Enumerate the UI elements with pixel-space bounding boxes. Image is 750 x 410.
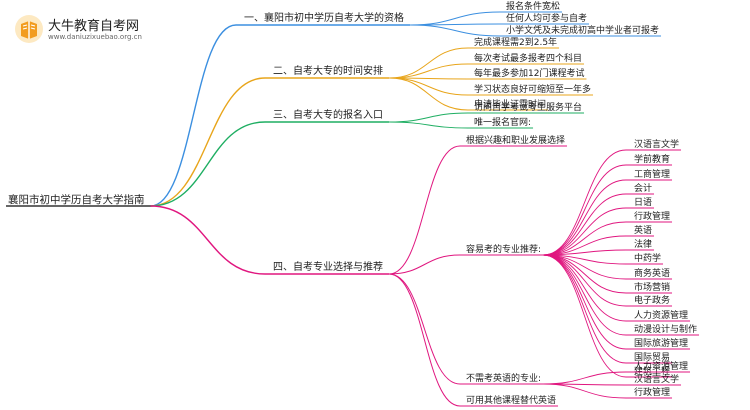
subleaf-label: 汉语言文学 xyxy=(634,138,679,150)
leaf-label: 小学文凭及未完成初高中学业者可报考 xyxy=(506,24,659,36)
subleaf-connector xyxy=(543,207,627,256)
subleaf-label: 行政管理 xyxy=(634,210,670,222)
leaf-label: 每次考试最多报考四个科目 xyxy=(474,52,582,64)
subleaf-connector xyxy=(543,193,627,256)
subleaf-label: 电子政务 xyxy=(634,294,670,306)
root-label: 襄阳市初中学历自考大学指南 xyxy=(8,193,145,206)
leaf-label: 唯一报名官网: xyxy=(474,116,531,128)
branch-label: 三、自考大专的报名入口 xyxy=(273,108,383,121)
subleaf-connector xyxy=(543,254,627,307)
leaf-connector xyxy=(409,11,501,26)
subleaf-connector xyxy=(543,254,627,378)
subleaf-label: 人力资源管理 xyxy=(634,360,688,372)
site-logo[interactable]: 大牛教育自考网 www.daniuzixuebao.org.cn xyxy=(14,12,144,48)
subleaf-connector xyxy=(543,254,627,350)
subleaf-label: 人力资源管理 xyxy=(634,309,688,321)
leaf-label: 不需考英语的专业: xyxy=(466,372,541,384)
leaf-connector xyxy=(388,63,469,79)
leaf-label: 任何人均可参与自考 xyxy=(506,12,587,24)
branch-connector xyxy=(150,24,237,207)
subleaf-connector xyxy=(543,383,627,399)
subleaf-connector xyxy=(543,179,627,256)
leaf-connector xyxy=(388,112,469,123)
leaf-connector xyxy=(388,77,469,111)
leaf-label: 根据兴趣和职业发展选择 xyxy=(466,134,565,146)
leaf-connector xyxy=(388,47,469,79)
subleaf-label: 商务英语 xyxy=(634,267,670,279)
subleaf-label: 会计 xyxy=(634,182,652,194)
subleaf-label: 法律 xyxy=(634,238,652,250)
subleaf-label: 工商管理 xyxy=(634,168,670,180)
subleaf-label: 市场营销 xyxy=(634,281,670,293)
leaf-label: 可用其他课程替代英语 xyxy=(466,394,556,406)
leaf-label: 报名条件宽松 xyxy=(506,0,560,12)
logo-url: www.daniuzixuebao.org.cn xyxy=(48,33,142,41)
subleaf-label: 国际贸易 xyxy=(634,351,670,363)
subleaf-label: 行政管理 xyxy=(634,386,670,398)
subleaf-connector xyxy=(543,249,627,256)
logo-book-icon xyxy=(15,15,43,43)
leaf-connector xyxy=(388,273,461,407)
subleaf-label: 动漫设计与制作 xyxy=(634,323,697,335)
leaf-label: 容易考的专业推荐: xyxy=(466,243,541,255)
subleaf-label: 建筑工程 xyxy=(634,365,670,377)
leaf-label: 每年最多参加12门课程考试 xyxy=(474,67,584,79)
branch-connector xyxy=(150,121,266,207)
branch-connector xyxy=(150,205,266,275)
leaf-connector xyxy=(409,24,501,37)
leaf-label: 访问自学考试考生服务平台 xyxy=(474,101,582,113)
subleaf-label: 学前教育 xyxy=(634,153,670,165)
subleaf-label: 国际旅游管理 xyxy=(634,337,688,349)
subleaf-connector xyxy=(543,254,627,322)
subleaf-label: 汉语言文学 xyxy=(634,373,679,385)
branch-label: 一、襄阳市初中学历自考大学的资格 xyxy=(244,11,404,24)
subleaf-label: 日语 xyxy=(634,197,652,208)
leaf-connector xyxy=(388,121,469,129)
subleaf-connector xyxy=(543,221,627,256)
leaf-label: 学习状态良好可缩短至一年多 xyxy=(474,83,591,95)
branch-label: 四、自考专业选择与推荐 xyxy=(273,260,383,273)
branch-label: 二、自考大专的时间安排 xyxy=(273,64,383,77)
leaf-connector xyxy=(388,273,461,385)
leaf-connector xyxy=(388,145,461,275)
leaf-label: 完成课程需2到2.5年 xyxy=(474,36,557,48)
logo-title: 大牛教育自考网 xyxy=(48,19,140,34)
subleaf-connector xyxy=(543,164,627,256)
subleaf-connector xyxy=(543,371,627,385)
subleaf-connector xyxy=(543,149,627,256)
branch-connector xyxy=(150,77,266,207)
leaf-connector xyxy=(388,77,469,96)
subleaf-label: 中药学 xyxy=(634,252,661,264)
leaf-connector xyxy=(388,254,461,275)
subleaf-connector xyxy=(543,254,627,364)
subleaf-label: 英语 xyxy=(634,224,652,236)
leaf-label: 申请毕业证需时间 xyxy=(474,98,546,110)
